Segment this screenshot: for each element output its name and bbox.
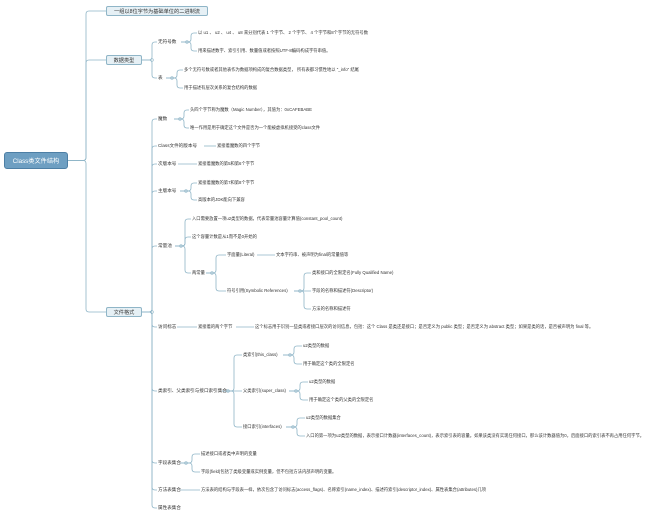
super-class-link-1 <box>289 390 308 401</box>
node-interfaces-desc-2: 入口的第一项为u2类型的数据，表示接口计数器(interfaces_count)… <box>306 433 645 438</box>
node-constant-pool[interactable]: 常量池 <box>158 243 172 248</box>
this-class-link-1 <box>283 354 302 365</box>
file-format-link-4 <box>142 245 157 313</box>
unsigned-link-0 <box>181 32 197 43</box>
root-link-0 <box>68 10 106 161</box>
node-unsigned-desc-1: 以 u1 、 u2 、 u4 、 u8 来分别代表 1 个字节、 2 个字节、 … <box>198 30 368 35</box>
node-super-class[interactable]: 父类索引(super_class) <box>243 388 286 393</box>
magic-link-0 <box>174 109 189 120</box>
node-symbolic-item-1: 类和接口的全限定名(Fully Qualified Name) <box>312 270 394 275</box>
node-method-table[interactable]: 方法表集合 <box>158 487 181 492</box>
node-minor-version[interactable]: 次版本号 <box>158 161 177 166</box>
node-symbolic-item-3: 方法的名称和描述符 <box>312 306 351 311</box>
node-major-version-desc-1: 紧接着魔数的第7和第8个字节 <box>198 180 255 185</box>
two-constants-link-0 <box>206 254 226 274</box>
file-format-link-6 <box>142 311 157 392</box>
this-class-link-0 <box>283 345 302 356</box>
node-literal[interactable]: 字面量(Literal) <box>227 252 255 257</box>
symbolic-link-2 <box>294 290 311 310</box>
constant-pool-link-0 <box>175 218 191 247</box>
interfaces-link-0 <box>286 417 305 428</box>
root-link-1 <box>68 59 106 161</box>
field-table-link-1 <box>180 462 200 473</box>
file-format-link-2 <box>142 163 157 313</box>
major-link-1 <box>180 190 197 201</box>
node-class-version[interactable]: Class文件的版本号 <box>158 143 198 148</box>
node-table-desc-2: 用于描述有层次关系的复合结构的数据 <box>184 85 258 90</box>
file-format-link-3 <box>142 190 157 313</box>
constant-pool-link-2 <box>175 245 191 274</box>
constant-pool-link-1 <box>175 236 191 247</box>
interfaces-link-1 <box>286 426 305 437</box>
node-major-version[interactable]: 主版本号 <box>158 188 177 193</box>
node-attribute-table[interactable]: 属性表集合 <box>158 505 181 510</box>
root-node[interactable]: Class类文件结构 <box>4 152 68 169</box>
node-field-table-desc-1: 描述接口或者类中声明的变量 <box>201 451 257 456</box>
branch-data-types[interactable]: 数据类型 <box>106 55 142 65</box>
node-field-table-desc-2: 字段(field)包括了类级变量或实例变量，但不包括方法内部声明的变量。 <box>201 469 337 474</box>
field-table-link-0 <box>180 453 200 464</box>
node-indexes[interactable]: 类索引、父类索引与接口索引集合 <box>158 388 227 393</box>
node-major-version-desc-2: 高版本的JDK能向下兼容 <box>198 197 245 202</box>
super-class-link-0 <box>289 381 308 392</box>
indexes-link-2 <box>222 390 242 428</box>
file-format-link-0 <box>142 118 157 313</box>
node-constant-pool-desc-1: 入口需要放置一项u2类型的数据，代表常量池容量计算值(constant_pool… <box>192 216 343 221</box>
node-magic-desc-2: 唯一作用是用于确定这个文件是否为一个能被虚拟机接受的class文件 <box>190 125 321 130</box>
node-unsigned-number[interactable]: 无符号数 <box>158 39 177 44</box>
node-class-version-desc: 紧接着魔数的四个字节 <box>217 143 260 148</box>
node-super-class-desc-1: u2类型的数据 <box>309 379 336 384</box>
major-link-0 <box>180 182 197 192</box>
file-format-link-5 <box>142 311 157 328</box>
node-minor-version-desc: 紧接着魔数的第5和第6个字节 <box>198 161 255 166</box>
node-super-class-desc-2: 用于确定这个类的父类的全限定名 <box>309 397 374 402</box>
magic-link-1 <box>174 118 189 129</box>
node-access-flags[interactable]: 访问标志 <box>158 324 177 329</box>
node-constant-pool-desc-2: 这个容量计数是从1而不是0开始的 <box>192 234 257 239</box>
node-table-desc-1: 多个无符号数或者其他表作为数据项构成的复合数据类型， 所有表都习惯性地以 "_i… <box>184 67 359 72</box>
table-link-0 <box>166 69 183 79</box>
branch-file-format[interactable]: 文件格式 <box>106 307 142 317</box>
node-access-flags-desc-1: 紧接着的两个字节 <box>198 324 233 329</box>
node-symbolic-references[interactable]: 符号引用(Symbolic References) <box>227 288 288 293</box>
node-two-constants[interactable]: 两常量 <box>192 270 205 275</box>
unsigned-link-1 <box>181 41 197 52</box>
data-types-link-0 <box>142 41 157 61</box>
branch-intro[interactable]: 一组以8位字节为基础单位的二进制流 <box>106 6 208 16</box>
node-this-class-desc-2: 用于确定这个类的全限定名 <box>303 361 355 366</box>
node-unsigned-desc-2: 用来描述数字、索引引用、数量值或者按照UTF-8编码构成字符串值。 <box>198 48 331 53</box>
node-method-table-desc: 方法表的结构与字段表一样，依次包含了访问标志(access_flags)、名称索… <box>201 487 487 492</box>
node-this-class[interactable]: 类索引(this_class) <box>243 352 278 357</box>
node-magic-desc-1: 头四个字节称为魔数（Magic Number），其值为：0xCAFEBABE <box>190 107 312 112</box>
root-link-2 <box>68 160 106 313</box>
node-this-class-desc-1: u2类型的数据 <box>303 343 330 348</box>
symbolic-link-0 <box>294 272 311 292</box>
file-format-link-1 <box>142 145 157 313</box>
file-format-link-7 <box>142 311 157 464</box>
two-constants-link-1 <box>206 272 226 292</box>
data-types-link-1 <box>142 59 157 79</box>
file-format-link-9 <box>142 311 157 509</box>
node-field-table[interactable]: 字段表集合 <box>158 460 181 465</box>
node-literal-desc: 文本字符串、被声明为final的常量值等 <box>276 252 349 257</box>
table-link-1 <box>166 77 183 89</box>
node-table[interactable]: 表 <box>158 75 163 80</box>
indexes-link-0 <box>222 354 242 392</box>
node-magic[interactable]: 魔数 <box>158 116 168 121</box>
node-access-flags-desc-2: 这个标志用于识别一些类或者接口层次的访问信息，包括：这个 Class 是类还是接… <box>255 324 594 329</box>
node-interfaces-desc-1: u2类型的数据集合 <box>306 415 341 420</box>
node-interfaces[interactable]: 接口索引(interfaces) <box>243 424 282 429</box>
node-symbolic-item-2: 字段的名称和描述符(Descriptor) <box>312 288 374 293</box>
